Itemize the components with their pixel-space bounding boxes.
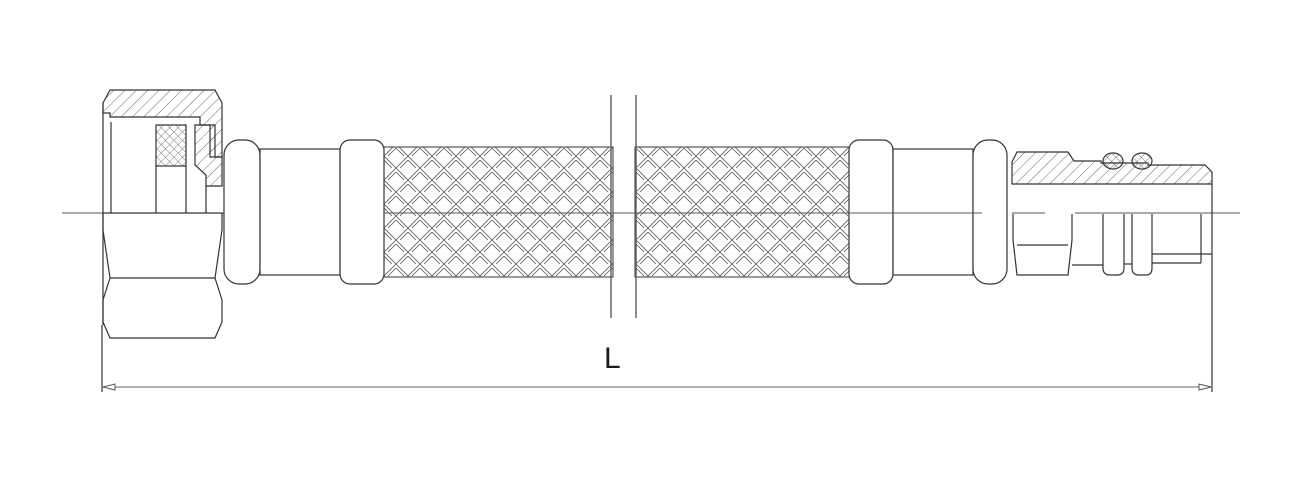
o-ring-2 (1131, 152, 1153, 170)
male-threaded-fitting (1011, 151, 1213, 276)
crimp-ferrule-left (223, 139, 385, 285)
female-swivel-nut (102, 89, 223, 339)
o-ring-1 (1102, 152, 1124, 170)
dimension-L (101, 254, 1213, 392)
braided-hose (383, 146, 851, 278)
break-lines (610, 95, 637, 318)
dimension-label: L (604, 342, 621, 375)
crimp-ferrule-right (848, 139, 1008, 285)
